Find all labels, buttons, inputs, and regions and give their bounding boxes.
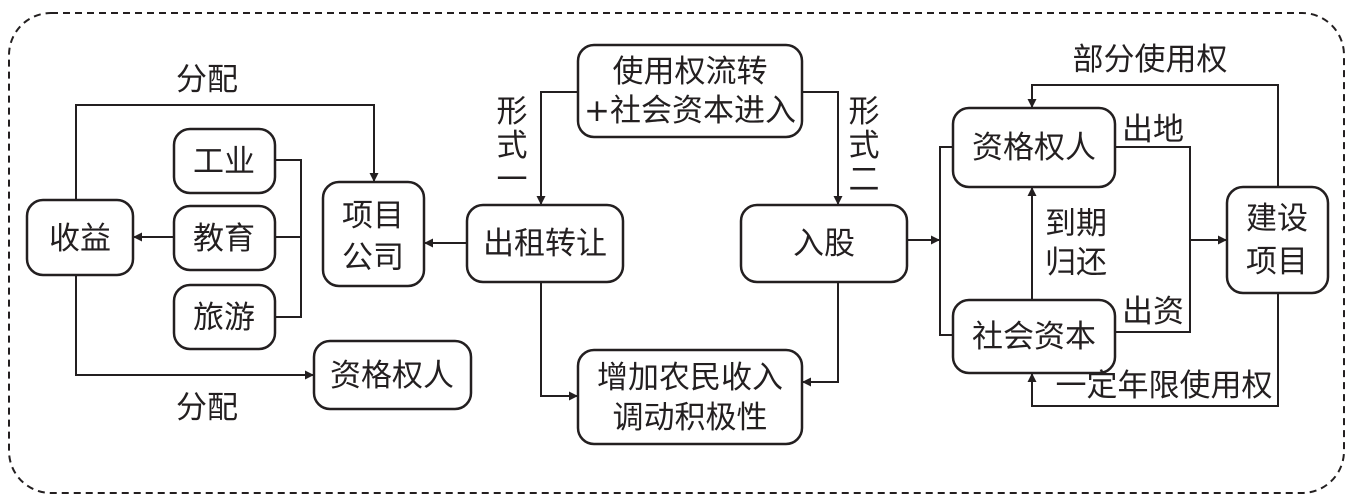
node-revenue-label: 收益 xyxy=(49,221,111,257)
label-form-one-char1: 形 xyxy=(497,94,528,130)
label-form-two-char2: 式 xyxy=(849,128,880,164)
node-revenue: 收益 xyxy=(25,198,135,277)
node-industry: 工业 xyxy=(172,127,277,195)
label-form-one-char3: 一 xyxy=(497,162,528,198)
node-education: 教育 xyxy=(172,204,277,272)
label-land-out: 出地 xyxy=(1122,112,1184,148)
node-build-project: 建设 项目 xyxy=(1225,185,1330,295)
node-build-project-line2: 项目 xyxy=(1246,244,1308,280)
node-qualified-left: 资格权人 xyxy=(312,339,473,411)
node-qualified-right: 资格权人 xyxy=(951,106,1117,189)
node-income-line2: 调动积极性 xyxy=(613,400,768,436)
label-limited-use-right: 一定年限使用权 xyxy=(1056,368,1273,404)
right-group-bracket xyxy=(939,146,953,336)
arrow-revenue-to-qualified xyxy=(75,275,314,380)
label-return-line1: 到期 xyxy=(1045,206,1107,242)
arrow-limited-right xyxy=(1027,293,1279,407)
node-tourism: 旅游 xyxy=(172,283,277,351)
label-return-on-expiry: 到期 归还 xyxy=(1045,206,1107,281)
label-distribute-bottom: 分配 xyxy=(176,390,238,426)
label-form-two-char3: 二 xyxy=(849,162,880,198)
node-tourism-label: 旅游 xyxy=(193,300,255,336)
node-center-top: 使用权流转 +社会资本进入 xyxy=(576,43,804,139)
arrow-top-to-rent xyxy=(536,91,578,205)
label-form-two: 形 式 二 xyxy=(849,94,880,198)
arrow-to-build xyxy=(1115,146,1227,333)
node-industry-label: 工业 xyxy=(193,144,255,180)
node-shares-label: 入股 xyxy=(793,226,855,262)
node-qualified-right-label: 资格权人 xyxy=(972,130,1096,166)
label-capital-out: 出资 xyxy=(1122,294,1184,330)
outer-dashed-frame xyxy=(8,12,1345,494)
node-rent-label: 出租转让 xyxy=(483,226,607,262)
bracket-industries xyxy=(275,159,302,318)
label-partial-use-right: 部分使用权 xyxy=(1073,42,1228,78)
label-form-one-char2: 式 xyxy=(497,128,528,164)
node-qualified-left-label: 资格权人 xyxy=(330,358,454,394)
node-shares: 入股 xyxy=(739,203,909,284)
arrow-revenue-to-company xyxy=(75,104,379,200)
label-distribute-top: 分配 xyxy=(176,62,238,98)
node-center-top-line1: 使用权流转 xyxy=(613,54,768,90)
arrow-rent-to-income xyxy=(540,282,578,401)
label-form-one: 形 式 一 xyxy=(497,94,528,198)
arrow-shares-to-income xyxy=(802,282,839,387)
arrow-top-to-shares xyxy=(802,91,843,205)
node-project-company-line2: 公司 xyxy=(342,240,404,276)
node-education-label: 教育 xyxy=(193,221,255,257)
node-income: 增加农民收入 调动积极性 xyxy=(576,348,804,446)
node-social-capital: 社会资本 xyxy=(951,298,1117,375)
node-project-company-line1: 项目 xyxy=(342,198,404,234)
node-social-capital-label: 社会资本 xyxy=(972,319,1096,355)
node-build-project-line1: 建设 xyxy=(1246,201,1308,237)
node-center-top-line2: +社会资本进入 xyxy=(584,93,796,129)
label-return-line2: 归还 xyxy=(1045,245,1107,281)
arrow-partial-right xyxy=(1027,84,1279,187)
node-project-company: 项目 公司 xyxy=(321,180,426,288)
label-form-two-char1: 形 xyxy=(849,94,880,130)
node-income-line1: 增加农民收入 xyxy=(597,360,783,396)
node-rent: 出租转让 xyxy=(465,203,625,284)
